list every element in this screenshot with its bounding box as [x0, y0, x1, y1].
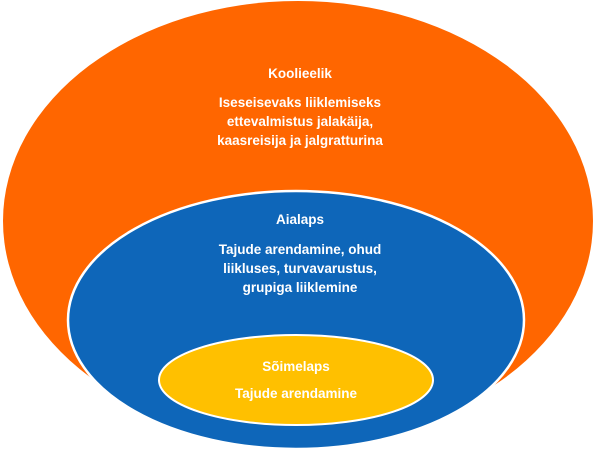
middle-ellipse-outline — [66, 189, 526, 450]
koolieelik-title: Koolieelik — [268, 66, 332, 81]
inner-ellipse-soimelaps — [159, 335, 433, 425]
soimelaps-title: Sõimelaps — [262, 359, 330, 374]
koolieelik-description: Iseseisevaks liiklemiseks ettevalmistus … — [217, 95, 383, 148]
aialaps-description: Tajude arendamine, ohud liikluses, turva… — [218, 242, 382, 295]
aialaps-title: Aialaps — [275, 212, 325, 227]
inner-ellipse-outline — [158, 334, 434, 426]
soimelaps-description: Tajude arendamine — [234, 386, 358, 401]
